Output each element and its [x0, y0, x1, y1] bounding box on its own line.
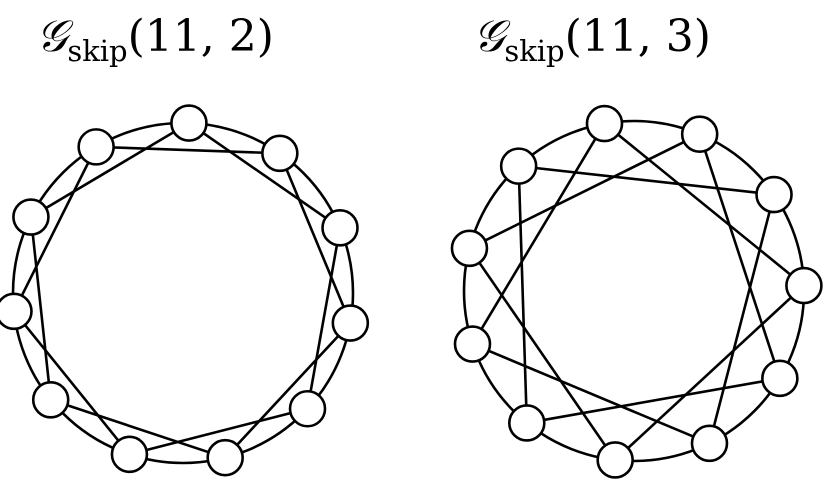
- panel-2-graph: [450, 104, 823, 479]
- graph-node: [12, 198, 50, 236]
- graph-node: [77, 128, 115, 166]
- graph-node: [31, 380, 70, 419]
- skip-edge: [471, 122, 606, 345]
- graph-node: [288, 389, 327, 428]
- graph-node: [596, 441, 634, 479]
- graph-node: [453, 325, 492, 363]
- graph-node: [0, 292, 33, 331]
- graph-node: [508, 404, 546, 442]
- skip-edge: [468, 247, 617, 461]
- graph-node: [321, 209, 359, 247]
- graph-node: [206, 438, 244, 477]
- skip-edge: [471, 342, 710, 445]
- panel-1-title: 𝒢skip(11, 2): [36, 2, 274, 72]
- graph-node: [261, 134, 299, 173]
- panel-2-title-subscript: skip: [504, 34, 565, 68]
- graph-node: [585, 104, 624, 143]
- skip-edge: [129, 407, 308, 456]
- panel-1-title-symbol: 𝒢: [36, 11, 68, 62]
- skip-edge: [708, 194, 776, 444]
- skip-edge: [698, 133, 782, 379]
- skip-edge: [30, 121, 190, 219]
- panel-2-title-symbol: 𝒢: [473, 11, 505, 62]
- skip-edge: [188, 122, 341, 229]
- graph-node: [755, 175, 793, 214]
- graph-node: [761, 359, 799, 398]
- graph-node: [110, 435, 149, 474]
- graph-node: [785, 266, 823, 305]
- skip-edge: [614, 284, 805, 461]
- skip-edge: [12, 146, 98, 312]
- panel-2-title: 𝒢skip(11, 3): [473, 2, 711, 72]
- skip-edge: [518, 164, 775, 196]
- panel-2-title-args: (11, 3): [564, 11, 711, 62]
- graph-node: [170, 104, 208, 142]
- panel-1-graph: [0, 104, 370, 477]
- skip-edge: [96, 145, 280, 155]
- skip-edge: [526, 377, 781, 425]
- graph-node: [499, 147, 538, 185]
- skip-edge: [468, 133, 701, 250]
- graph-node: [450, 229, 489, 268]
- skip-edge: [603, 122, 805, 287]
- graph-node: [690, 424, 729, 463]
- skip-edge: [12, 310, 131, 456]
- skip-edge: [50, 398, 226, 459]
- graph-node: [680, 115, 719, 153]
- skip-edge: [29, 216, 53, 400]
- panel-1-title-args: (11, 2): [127, 11, 274, 62]
- skip-edge: [278, 152, 352, 324]
- skip-edge: [224, 322, 352, 459]
- skip-edge: [517, 166, 529, 423]
- skip-edge: [306, 227, 342, 409]
- panel-1-title-subscript: skip: [67, 34, 128, 68]
- graph-node: [331, 304, 370, 342]
